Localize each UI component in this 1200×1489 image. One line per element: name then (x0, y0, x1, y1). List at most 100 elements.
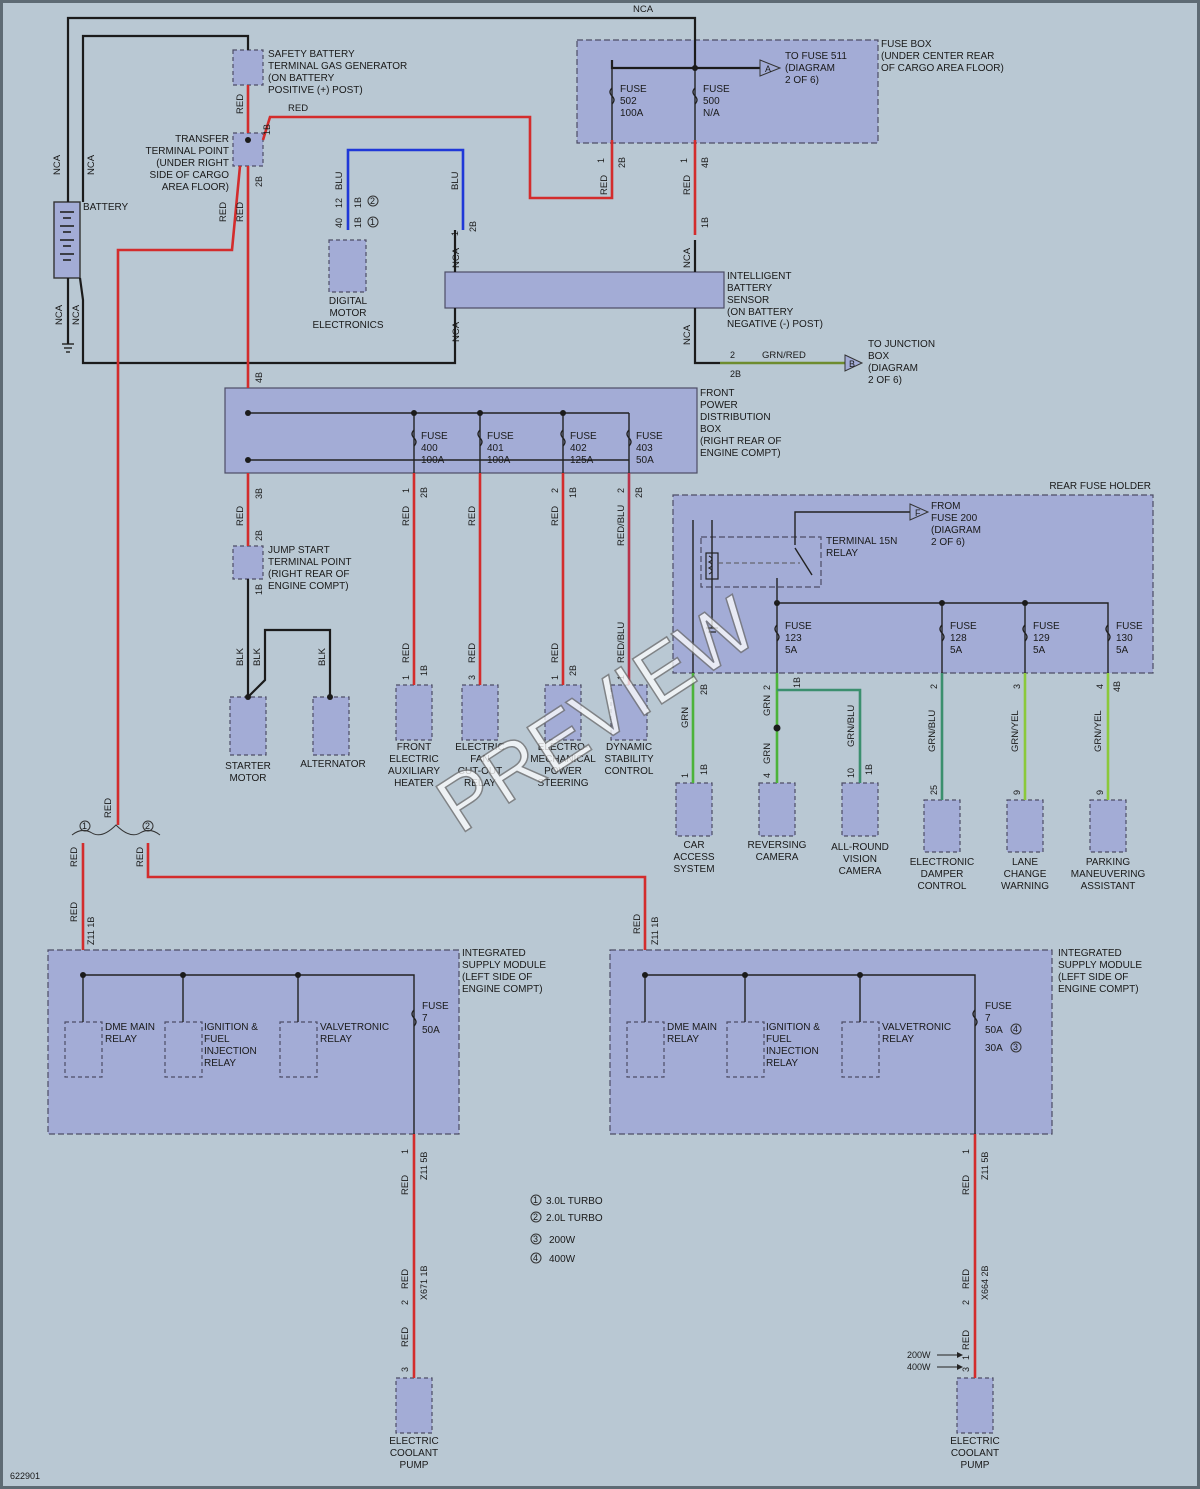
svg-text:RELAY: RELAY (105, 1034, 137, 1045)
svg-text:CUT-OUT: CUT-OUT (458, 766, 502, 777)
svg-text:REVERSING: REVERSING (748, 840, 807, 851)
svg-text:3B: 3B (254, 488, 264, 499)
svg-text:FUSE: FUSE (636, 431, 663, 442)
svg-text:2: 2 (929, 684, 939, 689)
svg-text:1: 1 (533, 1195, 538, 1205)
svg-text:FUSE BOX: FUSE BOX (881, 39, 932, 50)
svg-text:POSITIVE (+) POST): POSITIVE (+) POST) (268, 85, 363, 96)
svg-text:2: 2 (730, 350, 735, 360)
svg-text:Z11 5B: Z11 5B (419, 1152, 429, 1180)
svg-text:(ON BATTERY: (ON BATTERY (268, 73, 335, 84)
svg-text:DIGITAL: DIGITAL (329, 296, 368, 307)
svg-text:SAFETY BATTERY: SAFETY BATTERY (268, 49, 355, 60)
svg-text:CAR: CAR (683, 840, 704, 851)
svg-text:(DIAGRAM: (DIAGRAM (931, 525, 981, 536)
coolant-pump-left-box (395, 1377, 433, 1434)
svg-text:1: 1 (680, 773, 690, 778)
svg-text:TERMINAL 15N: TERMINAL 15N (826, 536, 897, 547)
svg-text:RED: RED (961, 1269, 972, 1289)
alternator-box (312, 696, 350, 756)
svg-text:PARKING: PARKING (1086, 857, 1130, 868)
flag-a: A (765, 64, 771, 74)
svg-text:2B: 2B (730, 369, 741, 379)
ism-left-box (47, 949, 460, 1135)
svg-text:2: 2 (762, 685, 772, 690)
svg-text:FUSE: FUSE (785, 621, 812, 632)
svg-text:ENGINE COMPT): ENGINE COMPT) (1058, 984, 1139, 995)
svg-text:RELAY: RELAY (320, 1034, 352, 1045)
svg-text:ELECTRIC: ELECTRIC (950, 1436, 999, 1447)
car-access-box (675, 782, 713, 837)
svg-text:GRN/BLU: GRN/BLU (927, 710, 938, 752)
svg-text:200W: 200W (549, 1235, 576, 1246)
svg-text:NCA: NCA (682, 247, 693, 268)
svg-text:JUMP START: JUMP START (268, 545, 330, 556)
svg-text:1B: 1B (254, 584, 264, 595)
svg-text:4: 4 (1013, 1024, 1018, 1034)
svg-text:ELECTRIC: ELECTRIC (389, 1436, 438, 1447)
fpdb-label: FRONT POWER DISTRIBUTION BOX (RIGHT REAR… (700, 388, 781, 459)
svg-text:1: 1 (961, 1149, 971, 1154)
svg-text:RELAY: RELAY (464, 778, 496, 789)
svg-text:ENGINE COMPT): ENGINE COMPT) (462, 984, 543, 995)
svg-text:4: 4 (1095, 684, 1105, 689)
valve-relay-left (279, 1021, 318, 1078)
svg-text:RED: RED (401, 643, 412, 663)
svg-text:NCA: NCA (451, 321, 462, 342)
svg-text:FUSE: FUSE (620, 84, 647, 95)
svg-text:AREA FLOOR): AREA FLOOR) (162, 182, 229, 193)
svg-text:128: 128 (950, 633, 967, 644)
svg-text:FUSE 200: FUSE 200 (931, 513, 978, 524)
svg-text:2: 2 (961, 1300, 971, 1305)
svg-text:NCA: NCA (451, 247, 462, 268)
svg-text:3: 3 (533, 1234, 538, 1244)
p200w-label: 200W (907, 1350, 931, 1360)
svg-text:FUEL: FUEL (204, 1034, 230, 1045)
svg-text:ASSISTANT: ASSISTANT (1081, 881, 1136, 892)
ism-right-box (609, 949, 1053, 1135)
svg-text:RED: RED (467, 643, 478, 663)
diagram-id: 622901 (10, 1471, 40, 1481)
svg-text:GRN/YEL: GRN/YEL (1010, 710, 1021, 752)
svg-text:POWER: POWER (700, 400, 738, 411)
svg-text:TO JUNCTION: TO JUNCTION (868, 339, 935, 350)
svg-text:ELECTRO-: ELECTRO- (538, 742, 589, 753)
svg-text:RELAY: RELAY (882, 1034, 914, 1045)
svg-text:(RIGHT REAR OF: (RIGHT REAR OF (700, 436, 781, 447)
svg-text:MOTOR: MOTOR (229, 773, 266, 784)
svg-text:RED/BLU: RED/BLU (616, 622, 627, 663)
svg-text:9: 9 (1095, 790, 1105, 795)
svg-text:FUSE: FUSE (570, 431, 597, 442)
svg-text:3.0L TURBO: 3.0L TURBO (546, 1196, 603, 1207)
svg-text:HEATER: HEATER (394, 778, 434, 789)
to-fuse-511-label: TO FUSE 511 (DIAGRAM 2 OF 6) (785, 51, 847, 86)
damper-box (923, 799, 961, 853)
svg-text:INTEGRATED: INTEGRATED (1058, 948, 1122, 959)
svg-text:INTELLIGENT: INTELLIGENT (727, 271, 791, 282)
svg-text:402: 402 (570, 443, 587, 454)
svg-text:2B: 2B (617, 157, 627, 168)
svg-text:IGNITION &: IGNITION & (766, 1022, 820, 1033)
svg-text:RED: RED (961, 1330, 972, 1350)
svg-text:RED: RED (69, 902, 80, 922)
svg-text:GRN: GRN (762, 695, 773, 716)
svg-text:50A: 50A (422, 1025, 440, 1036)
svg-text:1: 1 (450, 231, 460, 236)
svg-text:NCA: NCA (86, 154, 97, 175)
svg-text:(LEFT SIDE OF: (LEFT SIDE OF (462, 972, 532, 983)
valve-relay-right (841, 1021, 880, 1078)
svg-text:3: 3 (1013, 1042, 1018, 1052)
starter-box (229, 696, 267, 756)
svg-text:400W: 400W (549, 1254, 576, 1265)
svg-text:2B: 2B (254, 530, 264, 541)
svg-text:1B: 1B (353, 217, 363, 228)
svg-text:DISTRIBUTION: DISTRIBUTION (700, 412, 771, 423)
svg-text:2: 2 (370, 196, 375, 206)
svg-text:50A: 50A (985, 1025, 1003, 1036)
svg-text:SUPPLY MODULE: SUPPLY MODULE (1058, 960, 1142, 971)
